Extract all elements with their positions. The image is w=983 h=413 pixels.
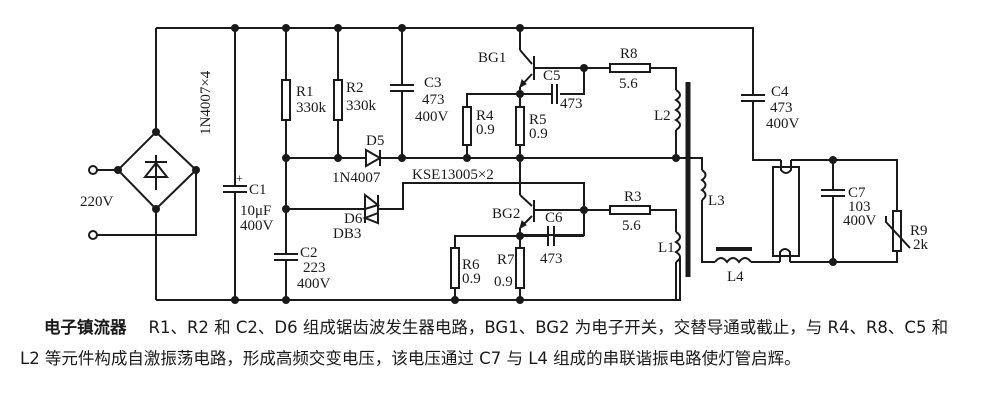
inductor-l4: L4	[714, 247, 780, 285]
c7-value: 103	[848, 199, 871, 215]
capacitor-c2: C2 223 400V	[274, 245, 331, 292]
d5-part: 1N4007	[332, 170, 381, 186]
ac-terminal-bottom[interactable]	[88, 230, 98, 240]
l4-label: L4	[727, 269, 744, 285]
bg1-label: BG1	[478, 50, 506, 66]
c2-value: 223	[303, 260, 326, 276]
c3-value: 473	[422, 92, 445, 108]
bg2-label: BG2	[492, 206, 520, 222]
ac-input: 220V	[80, 165, 197, 240]
resistor-r6: R6 0.9	[450, 235, 520, 304]
r7-label: R7	[497, 252, 515, 268]
r9-value: 2k	[913, 237, 929, 253]
r2-label: R2	[346, 80, 364, 96]
caption-title: 电子镇流器	[44, 318, 127, 337]
c5-value: 473	[560, 96, 583, 112]
supply-voltage-label: 220V	[80, 194, 114, 210]
c3-label: C3	[424, 75, 442, 91]
r6-value: 0.9	[462, 271, 481, 287]
c7-rating: 400V	[843, 213, 877, 229]
inductor-l3: L3	[680, 157, 725, 263]
c1-value: 10μF	[240, 203, 271, 219]
r8-value: 5.6	[619, 76, 638, 92]
resistor-r7: R7 0.9	[494, 236, 525, 304]
transistor-part-label: KSE13005×2	[412, 167, 494, 183]
thermistor-r9: R9 2k	[833, 159, 929, 263]
r3-label: R3	[624, 189, 642, 205]
diode-symbol-icon	[142, 155, 170, 190]
c2-label: C2	[300, 245, 318, 261]
l1-label: L1	[658, 240, 675, 256]
d6-part: DB3	[333, 226, 361, 242]
r2-value: 330k	[346, 98, 377, 114]
capacitor-c4: C4 473 400V	[741, 84, 800, 161]
r3-value: 5.6	[622, 218, 641, 234]
base-network-bg1: C5 473	[520, 64, 588, 112]
fluorescent-lamp	[772, 159, 833, 263]
positive-rail	[156, 27, 754, 95]
l3-label: L3	[708, 193, 725, 209]
l2-label: L2	[654, 108, 671, 124]
ac-terminal-top[interactable]	[88, 165, 98, 175]
ballast-circuit-schematic: 220V 1N4007×4 + C1 10μF 400V R1	[80, 24, 929, 304]
d6-label: D6	[344, 211, 363, 227]
svg-text:+: +	[236, 171, 243, 185]
resistor-r4: R4 0.9	[462, 93, 520, 162]
c4-value: 473	[770, 100, 793, 116]
capacitor-c1: + C1 10μF 400V	[223, 24, 274, 304]
c2-rating: 400V	[297, 276, 331, 292]
c4-label: C4	[771, 84, 789, 100]
transistor-bg2: BG2	[492, 158, 535, 236]
diac-d6: D6 DB3	[286, 182, 585, 242]
capacitor-c3: C3 473 400V	[390, 24, 449, 162]
r1-value: 330k	[296, 100, 327, 116]
r7-value: 0.9	[494, 274, 513, 290]
r5-value: 0.9	[529, 126, 548, 142]
d5-label: D5	[366, 133, 384, 149]
r9-label: R9	[910, 223, 928, 239]
resistor-r3: R3 5.6	[584, 189, 677, 234]
resistor-r2: R2 330k	[333, 24, 377, 158]
c6-value: 473	[540, 251, 563, 267]
c4-rating: 400V	[766, 116, 800, 132]
inductor-l1: L1	[658, 231, 681, 300]
diode-d5: D5 1N4007	[332, 133, 384, 186]
resistor-r5: R5 0.9	[515, 106, 548, 162]
inductor-l2: L2	[654, 89, 681, 162]
base-network-bg2: C6 473	[520, 206, 588, 267]
r6-label: R6	[462, 257, 480, 273]
caption-body: R1、R2 和 C2、D6 组成锯齿波发生器电路，BG1、BG2 为电子开关，交…	[20, 318, 949, 368]
bridge-rectifier: 1N4007×4	[114, 28, 214, 300]
capacitor-c7: C7 103 400V	[821, 156, 877, 266]
bridge-part-label: 1N4007×4	[198, 70, 214, 135]
c7-label: C7	[848, 185, 866, 201]
c5-label: C5	[543, 68, 561, 84]
r4-label: R4	[476, 108, 494, 124]
c1-rating: 400V	[240, 218, 274, 234]
c6-label: C6	[545, 210, 563, 226]
r4-value: 0.9	[476, 122, 495, 138]
resistor-r1: R1 330k	[281, 24, 327, 300]
r1-label: R1	[296, 84, 314, 100]
resistor-r8: R8 5.6	[584, 46, 677, 92]
r5-label: R5	[529, 112, 547, 128]
negative-rail	[156, 258, 681, 301]
c3-rating: 400V	[415, 109, 449, 125]
c1-label: C1	[249, 182, 267, 198]
r8-label: R8	[620, 46, 638, 62]
